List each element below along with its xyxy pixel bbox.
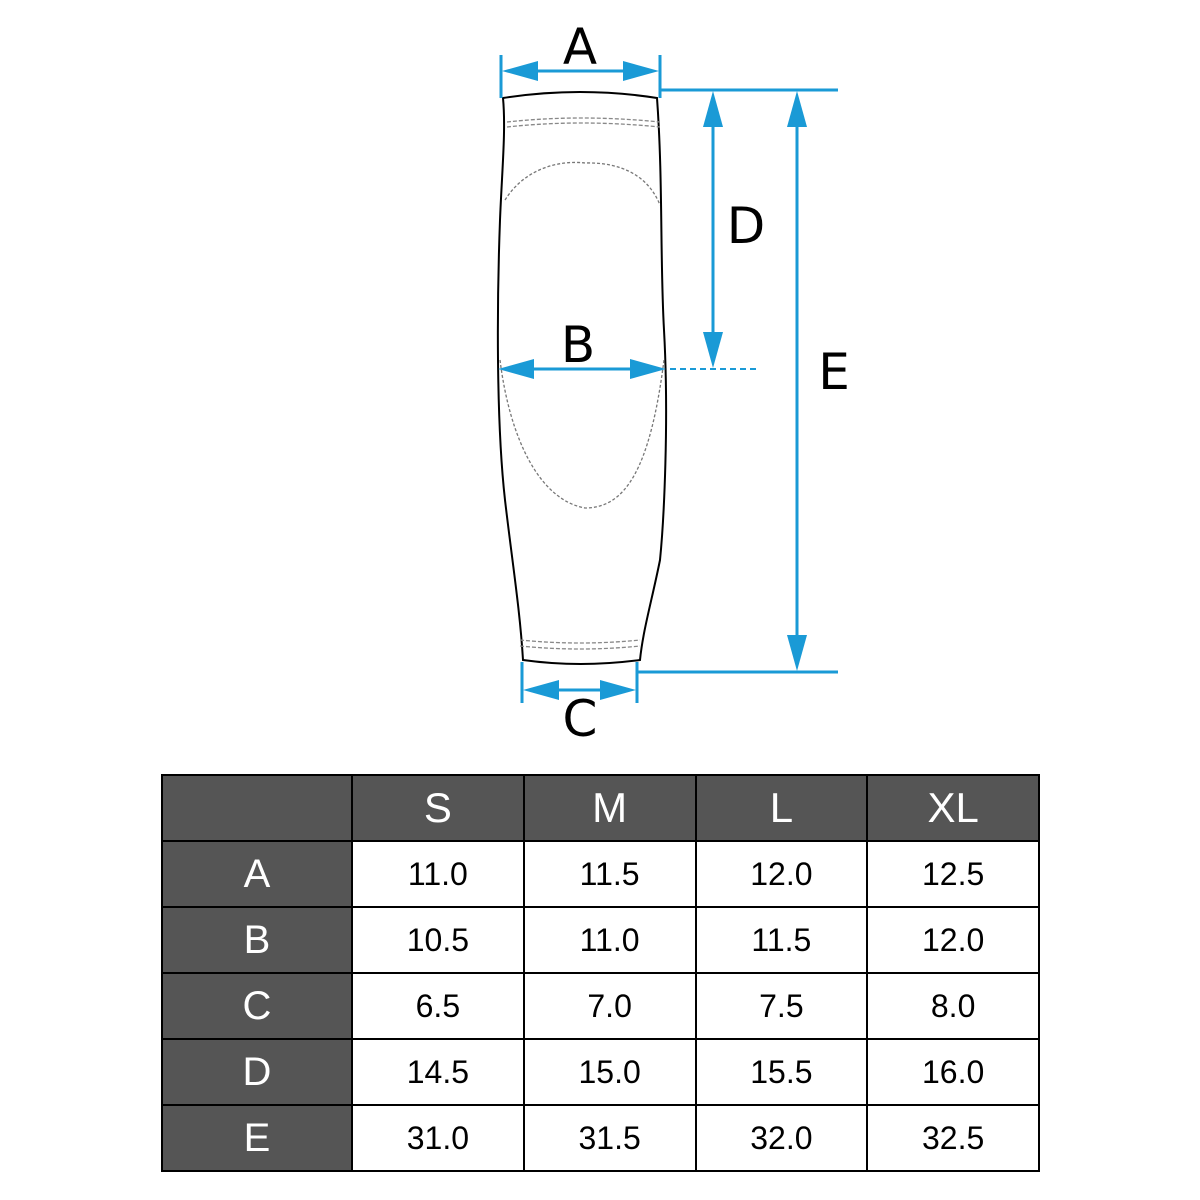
row-header-a: A — [161, 840, 353, 908]
table-cell: 11.5 — [522, 840, 697, 908]
table-row: B 10.5 11.0 11.5 12.0 — [161, 906, 1040, 974]
table-row: A 11.0 11.5 12.0 12.5 — [161, 840, 1040, 908]
dimension-c — [520, 662, 639, 703]
label-e: E — [818, 343, 850, 401]
column-header-m: M — [522, 774, 697, 842]
table-row: D 14.5 15.0 15.5 16.0 — [161, 1038, 1040, 1106]
label-a: A — [563, 18, 597, 76]
column-header-l: L — [694, 774, 869, 842]
table-cell: 31.0 — [351, 1104, 525, 1172]
dimension-d — [660, 88, 838, 368]
row-header-d: D — [161, 1038, 353, 1106]
table-row: C 6.5 7.0 7.5 8.0 — [161, 972, 1040, 1040]
table-cell: 12.0 — [866, 906, 1040, 974]
dimension-b — [498, 359, 760, 379]
table-cell: 32.5 — [866, 1104, 1040, 1172]
table-cell: 14.5 — [351, 1038, 525, 1106]
row-header-b: B — [161, 906, 353, 974]
column-header-xl: XL — [866, 774, 1040, 842]
table-cell: 32.0 — [694, 1104, 869, 1172]
row-header-c: C — [161, 972, 353, 1040]
table-cell: 12.5 — [866, 840, 1040, 908]
table-cell: 7.5 — [694, 972, 869, 1040]
table-cell: 15.5 — [694, 1038, 869, 1106]
column-header-s: S — [351, 774, 525, 842]
table-cell: 31.5 — [522, 1104, 697, 1172]
table-cell: 7.0 — [522, 972, 697, 1040]
table-corner-cell — [161, 774, 353, 842]
label-b: B — [561, 316, 595, 374]
table-cell: 10.5 — [351, 906, 525, 974]
table-header-row: S M L XL — [161, 774, 1040, 842]
size-diagram: A B C D E — [496, 18, 850, 748]
size-table: S M L XL A 11.0 11.5 12.0 12.5 B 10.5 11… — [161, 774, 1040, 1172]
dimension-e — [637, 91, 838, 674]
table-cell: 11.5 — [694, 906, 869, 974]
table-cell: 12.0 — [694, 840, 869, 908]
label-d: D — [727, 197, 766, 255]
row-header-e: E — [161, 1104, 353, 1172]
table-cell: 15.0 — [522, 1038, 697, 1106]
table-row: E 31.0 31.5 32.0 32.5 — [161, 1104, 1040, 1172]
table-cell: 8.0 — [866, 972, 1040, 1040]
label-c: C — [563, 690, 598, 748]
sleeve-outline — [496, 91, 668, 665]
dimension-a — [499, 55, 662, 98]
table-cell: 11.0 — [351, 840, 525, 908]
table-cell: 16.0 — [866, 1038, 1040, 1106]
table-cell: 11.0 — [522, 906, 697, 974]
table-cell: 6.5 — [351, 972, 525, 1040]
